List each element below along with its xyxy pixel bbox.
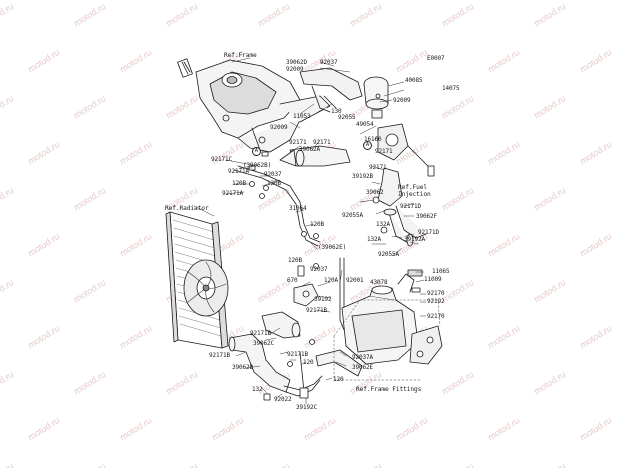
ref-fuel-injection-label: Ref.Fuel Injection [398,184,431,198]
part-label: 132A [376,221,391,228]
part-label: 92171 [289,139,307,146]
part-label: 39062C [253,340,275,347]
part-label: 670 [287,277,298,284]
part-label: 16160 [364,136,382,143]
part-label: 92037 [310,266,328,273]
hose-39062a [279,145,351,167]
part-label: 39192B [352,173,374,180]
part-label: 31064 [289,205,307,212]
upper-hose [299,67,363,113]
part-label: 92170 [427,313,445,320]
part-label: 92037A [352,354,374,361]
part-label: 120B [267,180,282,187]
reservoir-tank [341,273,419,365]
connector-a-marker: A [252,147,261,156]
part-label: 92037 [320,59,338,66]
leader-lines [193,57,427,405]
part-label: 92171 [313,139,331,146]
part-label: 92171D [418,229,440,236]
part-label: 92192 [427,298,445,305]
part-label: 92171A [228,168,250,175]
part-label: 92037 [264,171,282,178]
part-label: 92171A [222,190,244,197]
part-label: 120B [232,180,247,187]
part-label: 130 [331,108,342,115]
part-label: 92055A [378,251,400,258]
part-label: 11053 [293,113,311,120]
part-label: 120 [303,359,314,366]
part-label: 39062A [299,146,321,153]
part-label: 11065 [432,268,450,275]
part-label: 92055 [338,114,356,121]
part-label: 120B [288,257,303,264]
part-label: 92171B [306,307,328,314]
ref-frame-fittings-label: Ref.Frame Fittings [356,386,422,393]
diagram-code: E0007 [427,55,445,62]
thermostat-housing [377,123,435,177]
part-label: 39062 [366,189,384,196]
part-label: 43078 [370,279,388,286]
part-label: 120 [333,376,344,383]
part-label: 39192C [296,404,318,411]
part-label: 92171 [375,148,393,155]
part-label: 92171B [287,351,309,358]
part-label: 39192 [314,296,332,303]
part-label: 92009 [270,124,288,131]
fittings-boundary [333,299,441,381]
small-parts [248,151,423,401]
part-label: 92171C [211,156,233,163]
part-label: 11009 [424,276,442,283]
part-label: 40085 [405,77,423,84]
frame-icon [177,58,193,78]
part-label: 92009 [393,97,411,104]
part-label: (39062E) [318,244,347,251]
frame-part [195,59,331,153]
water-pipe-31064 [233,165,321,247]
part-label: (39062B) [243,162,272,169]
part-label: 39062E [352,364,374,371]
part-label: 39062D [286,59,308,66]
hose-39062 [377,167,427,247]
part-label: 132A [367,236,382,243]
part-label: 39062B [232,364,254,371]
part-label: 92171 [369,164,387,171]
part-label: 92009 [286,66,304,73]
part-label: 132 [252,386,263,393]
drain-hose [283,351,323,399]
part-label: 39192A [404,236,426,243]
reservoir-bracket [409,325,443,365]
hose-39062c [261,311,301,339]
part-label: 39062F [416,213,438,220]
part-label: 92171D [400,203,422,210]
filler-neck [363,76,389,119]
radiator-core [165,211,229,349]
part-label: 92022 [274,396,292,403]
part-label: 92055A [342,212,364,219]
ref-radiator-label: Ref.Radiator [165,205,209,212]
fitting-670 [293,283,319,307]
part-label: 92001 [346,277,364,284]
part-label: 14075 [442,85,460,92]
ref-frame-label: Ref.Frame [224,52,257,59]
part-label: 92171B [250,330,272,337]
connector-a-marker-2: A [363,141,372,150]
part-label: 92170 [427,290,445,297]
lower-hose-39062b [228,333,291,393]
part-label: 120A [324,277,339,284]
part-label: 92171B [209,352,231,359]
part-label: 49054 [356,121,374,128]
part-label: 120B [310,221,325,228]
